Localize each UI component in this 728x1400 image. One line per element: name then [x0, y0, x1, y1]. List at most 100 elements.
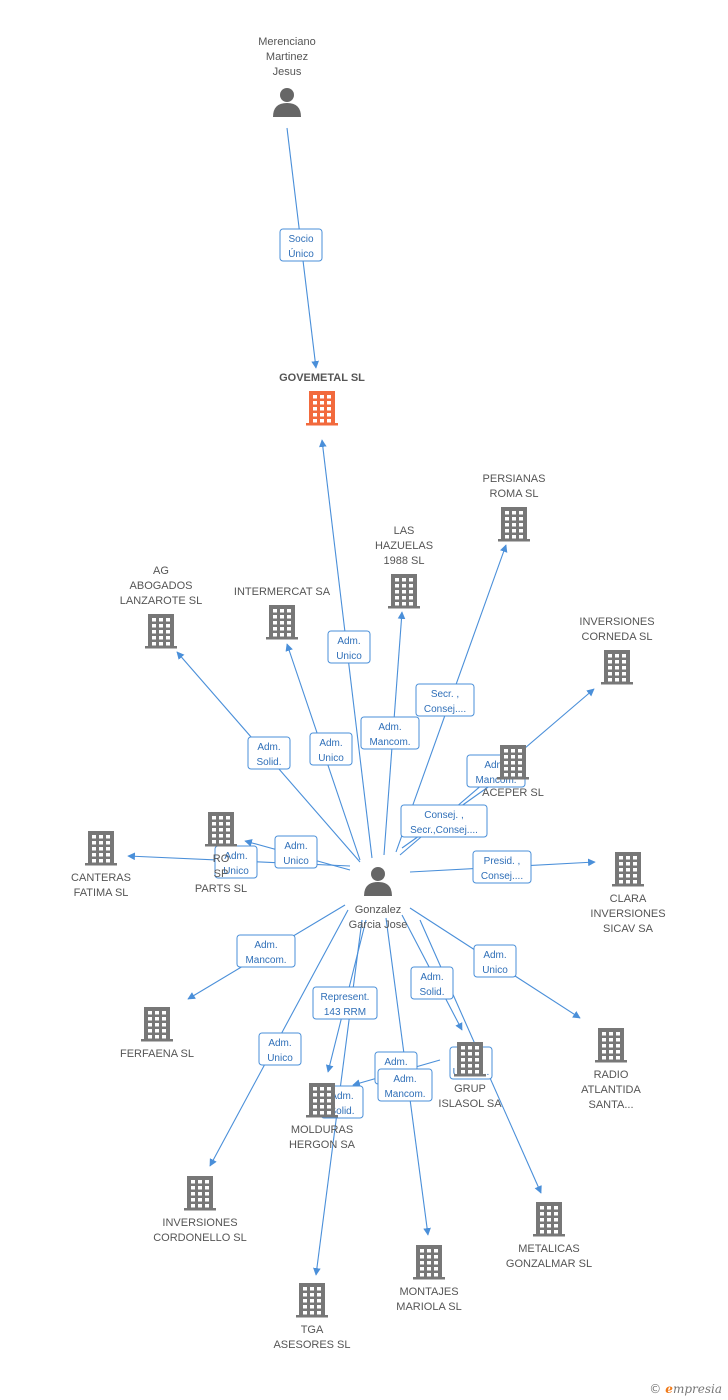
node-intermercat[interactable]: INTERMERCAT SA: [234, 586, 331, 640]
relation-label-line: Consej. ,: [424, 810, 463, 821]
relation-label-ferfaena[interactable]: Adm. Mancom.: [236, 934, 296, 968]
node-label-clara: SICAV SA: [603, 923, 654, 935]
relation-label-canteras[interactable]: Adm. Unico: [274, 835, 318, 869]
brand-footer: ©empresia: [649, 1382, 722, 1396]
relation-label-hazuelas[interactable]: Adm. Mancom.: [360, 716, 420, 750]
node-label-merenciano: Martinez: [266, 51, 308, 63]
node-label-abogados: ABOGADOS: [130, 580, 193, 592]
relation-label-molduras[interactable]: Adm. Mancom.: [377, 1068, 433, 1102]
relation-label-line: Adm.: [484, 760, 507, 771]
node-label-persianas: ROMA SL: [490, 488, 539, 500]
node-label-ro_parts: PARTS SL: [195, 883, 247, 895]
relation-label-line: Mancom.: [384, 1089, 425, 1100]
relation-label-line: Mancom.: [245, 955, 286, 966]
node-aceper[interactable]: ACEPER SL: [482, 745, 544, 799]
node-label-canteras: FATIMA SL: [74, 887, 129, 899]
node-label-persianas: PERSIANAS: [483, 473, 546, 485]
node-label-corneda: INVERSIONES: [579, 616, 654, 628]
relation-label-line: Adm.: [378, 722, 401, 733]
node-label-gonzalez: Garcia Jose: [349, 919, 408, 931]
person-body: [364, 882, 392, 896]
node-radio[interactable]: RADIO ATLANTIDA SANTA...: [581, 1028, 642, 1111]
relation-label-ro_parts[interactable]: Adm.Unico: [214, 845, 258, 879]
relation-label-line: Adm.: [420, 972, 443, 983]
node-metalicas[interactable]: METALICAS GONZALMAR SL: [506, 1202, 592, 1270]
relation-label-line: Adm.: [483, 950, 506, 961]
relation-label-line: Adm.: [319, 738, 342, 749]
node-label-clara: INVERSIONES: [590, 908, 665, 920]
node-label-mariola: MARIOLA SL: [396, 1301, 461, 1313]
relation-label-govemetal[interactable]: Adm.Unico: [327, 630, 371, 664]
node-label-radio: ATLANTIDA: [581, 1084, 641, 1096]
node-label-hazuelas: HAZUELAS: [375, 540, 433, 552]
relation-label-line: Adm.: [254, 940, 277, 951]
relation-label-line: Presid. ,: [484, 856, 521, 867]
node-label-metalicas: METALICAS: [518, 1243, 580, 1255]
relation-label-molduras[interactable]: Represent.143 RRM: [312, 986, 378, 1020]
relation-label-metalicas[interactable]: Adm. Unico: [258, 1032, 302, 1066]
relation-label-line: Único: [288, 247, 314, 260]
relation-label-line: Unico: [283, 856, 309, 867]
node-label-grup: ISLASOL SA: [438, 1098, 502, 1110]
copyright-symbol: ©: [649, 1382, 662, 1396]
person-head: [280, 88, 294, 102]
node-label-molduras: HERGON SA: [289, 1139, 356, 1151]
relation-label-line: Secr.,Consej....: [410, 825, 478, 836]
node-label-merenciano: Jesus: [273, 66, 302, 78]
relation-label-radio[interactable]: Adm. Unico: [473, 944, 517, 978]
node-label-cordonello: INVERSIONES: [162, 1217, 237, 1229]
node-label-radio: SANTA...: [588, 1099, 633, 1111]
node-govemetal[interactable]: GOVEMETAL SL: [279, 372, 365, 426]
relation-label-persianas[interactable]: Secr. ,Consej....: [415, 683, 475, 717]
node-label-metalicas: GONZALMAR SL: [506, 1258, 592, 1270]
relation-label-line: Solid.: [256, 757, 281, 768]
relation-label-line: Solid.: [419, 987, 444, 998]
relation-label-line: Unico: [267, 1053, 293, 1064]
relation-label-intermercat[interactable]: Adm. Unico: [309, 732, 353, 766]
node-canteras[interactable]: CANTERAS FATIMA SL: [71, 831, 131, 899]
brand-name: mpresia: [672, 1382, 722, 1396]
relation-label-clara[interactable]: Presid. , Consej....: [472, 850, 532, 884]
relation-label-line: Unico: [482, 965, 508, 976]
node-label-govemetal: GOVEMETAL SL: [279, 372, 365, 384]
relation-label-line: Adm.: [284, 841, 307, 852]
node-label-intermercat: INTERMERCAT SA: [234, 586, 331, 598]
relation-label-line: Unico: [318, 753, 344, 764]
relation-label-line: Consej....: [481, 871, 523, 882]
relation-label-line: Adm.: [224, 851, 247, 862]
relation-label-line: Mancom.: [369, 737, 410, 748]
node-label-merenciano: Merenciano: [258, 36, 315, 48]
node-label-radio: RADIO: [594, 1069, 629, 1081]
relation-label-grup[interactable]: Adm. Solid.: [410, 966, 454, 1000]
node-label-canteras: CANTERAS: [71, 872, 131, 884]
relation-label-line: Adm.: [393, 1074, 416, 1085]
node-label-tga: ASESORES SL: [273, 1339, 350, 1351]
relation-label-abogados[interactable]: Adm.Solid.: [247, 736, 291, 770]
relation-label-line: Adm.: [268, 1038, 291, 1049]
node-ferfaena[interactable]: FERFAENA SL: [120, 1007, 194, 1060]
node-label-gonzalez: Gonzalez: [355, 904, 401, 916]
relation-label-line: Unico: [336, 651, 362, 662]
node-persianas[interactable]: PERSIANAS ROMA SL: [483, 473, 546, 542]
node-label-ferfaena: FERFAENA SL: [120, 1048, 194, 1060]
relation-label-line: Solid.: [329, 1106, 354, 1117]
relation-label-line: 143 RRM: [324, 1007, 366, 1018]
relation-label-corneda[interactable]: Consej. , Secr.,Consej....: [400, 804, 488, 838]
node-label-ro_parts: RO: [213, 853, 230, 865]
